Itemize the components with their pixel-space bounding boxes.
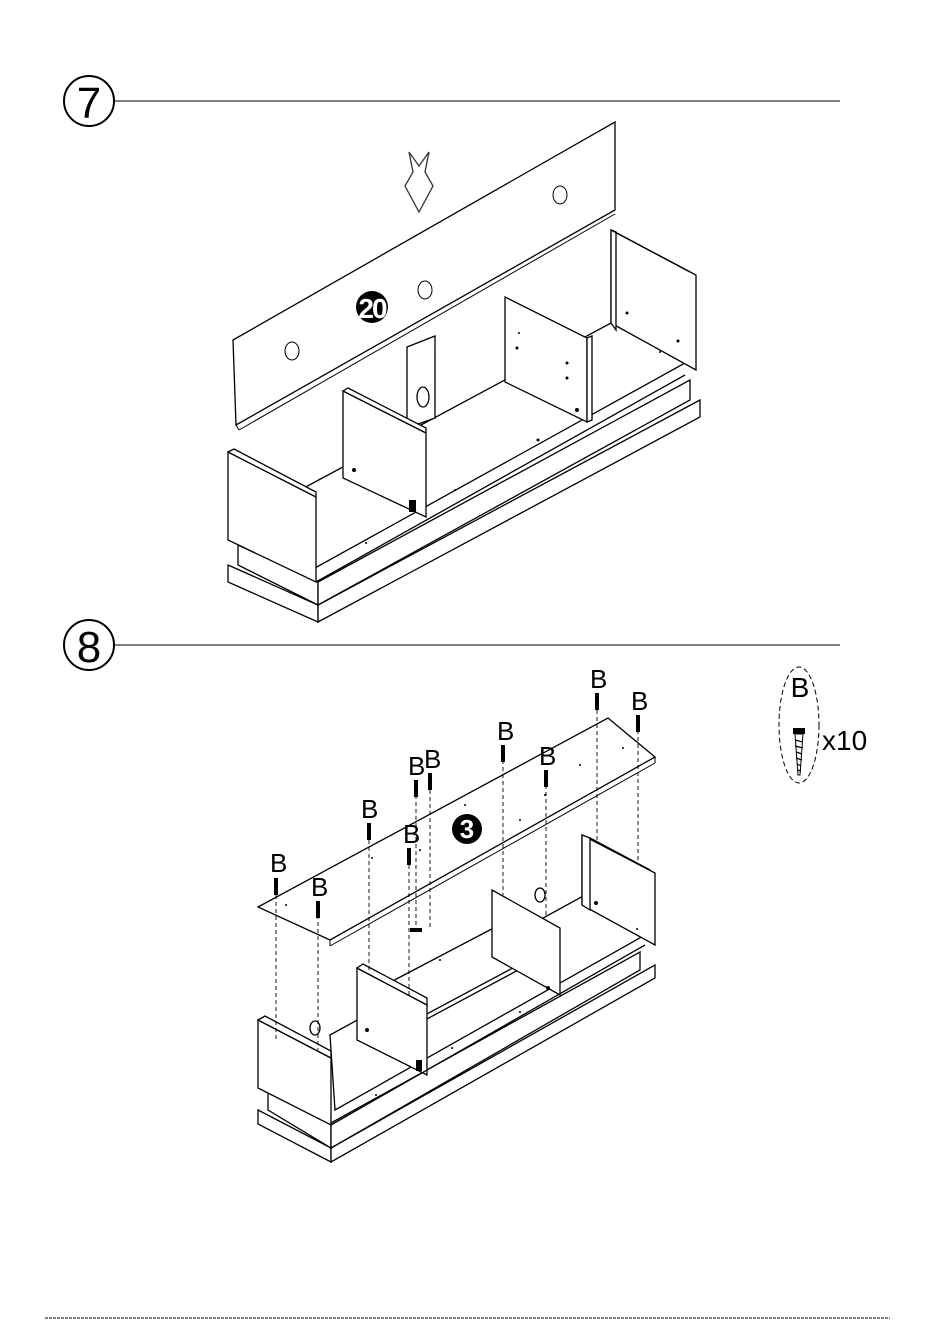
step-7-header: 7 — [64, 76, 840, 128]
screw-b-7: B — [497, 716, 514, 762]
step-8: 8 B x10 3 — [64, 620, 867, 1162]
step-8-number: 8 — [77, 623, 101, 672]
screw-b-1: B — [270, 848, 287, 895]
step-7-number: 7 — [77, 79, 101, 128]
hardware-legend: B x10 — [779, 667, 867, 783]
screw-b-5: B — [408, 751, 425, 797]
step-7: 7 20 — [64, 76, 840, 622]
svg-text:B: B — [590, 664, 607, 694]
hardware-quantity: x10 — [822, 725, 867, 756]
part-3-label: 3 — [460, 814, 474, 844]
screw-b-9: B — [590, 664, 607, 710]
step-8-header: 8 — [64, 620, 840, 672]
svg-text:B: B — [270, 848, 287, 878]
svg-text:B: B — [424, 744, 441, 774]
screw-b-3: B — [361, 794, 378, 840]
svg-text:B: B — [361, 794, 378, 824]
svg-text:B: B — [631, 686, 648, 716]
svg-text:B: B — [408, 751, 425, 781]
screw-icon — [793, 728, 805, 775]
svg-text:B: B — [403, 819, 420, 849]
down-arrow-icon — [405, 152, 433, 212]
part-20-label: 20 — [358, 293, 387, 324]
screw-b-6: B — [424, 744, 441, 790]
svg-text:B: B — [311, 872, 328, 902]
svg-text:B: B — [497, 716, 514, 746]
hardware-label: B — [791, 672, 810, 703]
screw-b-10: B — [631, 686, 648, 732]
svg-text:B: B — [539, 741, 556, 771]
